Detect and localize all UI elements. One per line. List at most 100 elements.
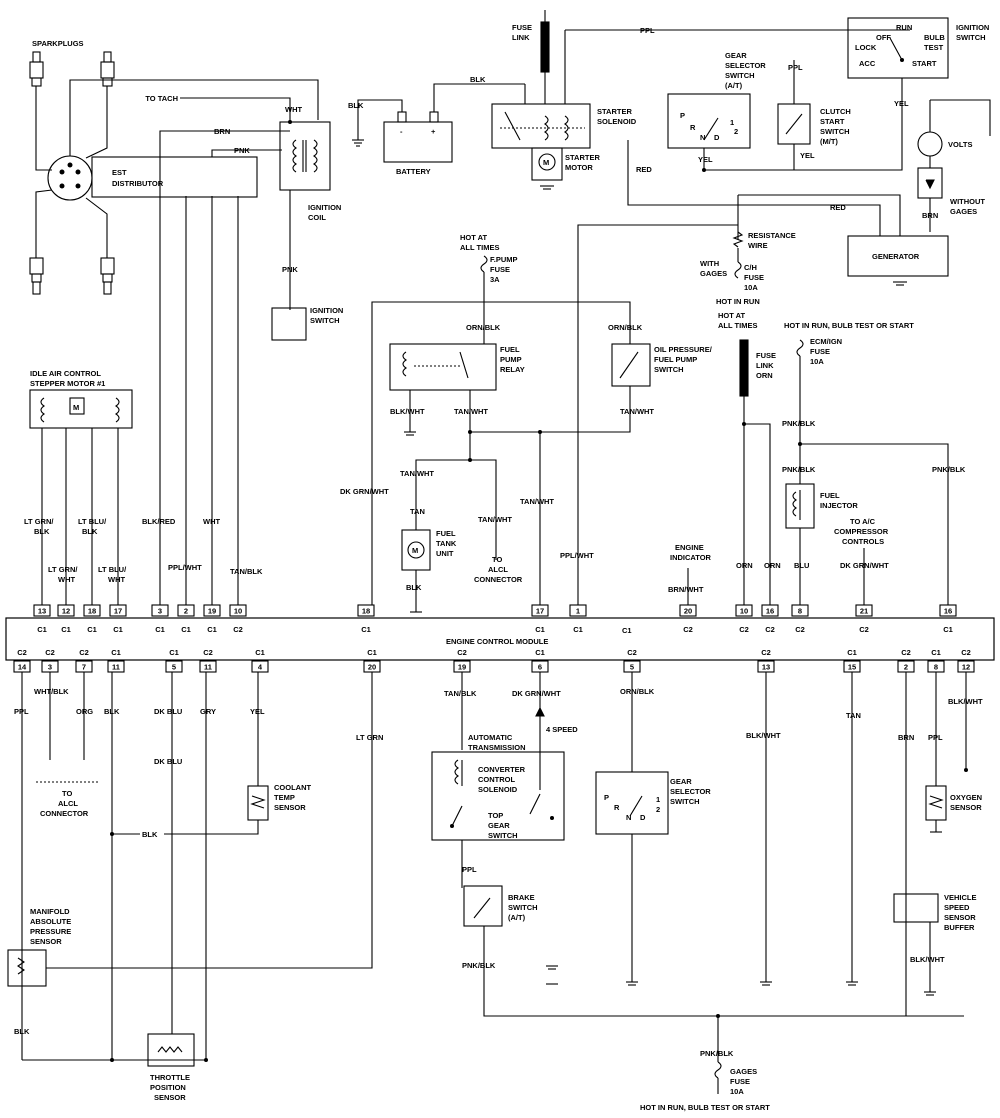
svg-text:TEST: TEST [924, 43, 944, 52]
svg-text:TO: TO [62, 789, 72, 798]
ecm-top-pin-box [33, 604, 51, 617]
svg-text:SWITCH: SWITCH [820, 127, 850, 136]
ecm-top-pin-connector: C2 [859, 625, 869, 634]
svg-text:COOLANT: COOLANT [274, 783, 311, 792]
svg-text:GEAR: GEAR [670, 777, 692, 786]
svg-text:FUSE: FUSE [756, 351, 776, 360]
svg-text:PNK/BLK: PNK/BLK [700, 1049, 734, 1058]
svg-text:TO: TO [492, 555, 502, 564]
fuel-injector: FUEL INJECTOR BLU [785, 483, 858, 610]
svg-text:HOT AT: HOT AT [718, 311, 745, 320]
ecm-top-pin-connector: C1 [573, 625, 583, 634]
svg-text:WHT: WHT [108, 575, 125, 584]
svg-text:GEAR: GEAR [725, 51, 747, 60]
svg-text:WHT/BLK: WHT/BLK [34, 687, 69, 696]
ecm-top-pin-number: 10 [740, 607, 748, 616]
svg-text:TAN/WHT: TAN/WHT [520, 497, 554, 506]
svg-text:RESISTANCE: RESISTANCE [748, 231, 796, 240]
ecm-top-pin-number: 2 [184, 607, 188, 616]
svg-text:10A: 10A [744, 283, 758, 292]
svg-text:CONTROL: CONTROL [478, 775, 515, 784]
ecm-bottom-pin-number: 4 [258, 663, 263, 672]
svg-text:EST: EST [112, 168, 127, 177]
svg-text:LT GRN/: LT GRN/ [24, 517, 54, 526]
svg-text:BLK/WHT: BLK/WHT [746, 731, 781, 740]
ecm-bottom-pins: 14C23C27C211C15C111C24C120C119C26C15C213… [13, 648, 975, 673]
svg-text:BUFFER: BUFFER [944, 923, 975, 932]
svg-text:+: + [431, 127, 436, 136]
svg-text:10A: 10A [810, 357, 824, 366]
ecm-bottom-pin-number: 11 [112, 663, 120, 672]
ecm-bottom-pin-number: 6 [538, 663, 542, 672]
svg-text:ORG: ORG [76, 707, 93, 716]
ecm-bottom-pin-number: 5 [630, 663, 634, 672]
ecm-top-pin-connector: C1 [943, 625, 953, 634]
svg-text:DK GRN/WHT: DK GRN/WHT [340, 487, 389, 496]
ecm-bottom-pin-connector: C1 [847, 648, 857, 657]
svg-text:TAN: TAN [846, 711, 861, 720]
svg-text:ACC: ACC [859, 59, 876, 68]
svg-text:IDLE AIR CONTROL: IDLE AIR CONTROL [30, 369, 101, 378]
svg-text:FUSE: FUSE [810, 347, 830, 356]
svg-text:D: D [714, 133, 720, 142]
svg-text:-: - [400, 127, 403, 136]
ecm-top-pin-box [569, 604, 587, 617]
ecm-bottom-pin-connector: C2 [79, 648, 89, 657]
ecm-top-pin-number: 18 [362, 607, 370, 616]
automatic-transmission: TAN/BLK DK GRN/WHT 4 SPEED AUTOMATIC TRA… [431, 672, 964, 1018]
svg-text:CLUTCH: CLUTCH [820, 107, 851, 116]
svg-text:ORN/BLK: ORN/BLK [466, 323, 501, 332]
svg-text:WHT: WHT [203, 517, 220, 526]
svg-text:GENERATOR: GENERATOR [872, 252, 920, 261]
ecm-top-pin-connector: C1 [207, 625, 217, 634]
svg-text:(A/T): (A/T) [508, 913, 526, 922]
svg-text:BRN: BRN [922, 211, 938, 220]
svg-text:CONNECTOR: CONNECTOR [40, 809, 89, 818]
svg-text:PPL: PPL [462, 865, 477, 874]
ecm-top-pin-connector: C1 [37, 625, 47, 634]
svg-text:UNIT: UNIT [436, 549, 454, 558]
svg-text:YEL: YEL [698, 155, 713, 164]
svg-text:ALL TIMES: ALL TIMES [718, 321, 757, 330]
ecm-bottom-pin-connector: C1 [169, 648, 179, 657]
svg-text:PNK/BLK: PNK/BLK [932, 465, 966, 474]
fuse-link-orn: HOT AT ALL TIMES FUSE LINK ORN ORN ORN [718, 311, 781, 610]
svg-text:FUSE: FUSE [490, 265, 510, 274]
fuel-tank-unit: M FUEL TANK UNIT BLK [401, 529, 457, 613]
svg-text:SPEED: SPEED [944, 903, 970, 912]
ecm-top-pin-box [57, 604, 75, 617]
ac-controls: TO A/C COMPRESSOR CONTROLS DK GRN/WHT [834, 517, 889, 610]
svg-text:START: START [912, 59, 937, 68]
svg-text:BLK/WHT: BLK/WHT [910, 955, 945, 964]
svg-text:SELECTOR: SELECTOR [670, 787, 711, 796]
svg-text:F.PUMP: F.PUMP [490, 255, 518, 264]
svg-text:FUEL: FUEL [820, 491, 840, 500]
svg-text:SENSOR: SENSOR [154, 1093, 186, 1102]
ppl-wht-wire [577, 224, 738, 610]
fuse-link: FUSE LINK [512, 10, 550, 84]
svg-text:COMPRESSOR: COMPRESSOR [834, 527, 889, 536]
svg-text:1: 1 [656, 795, 660, 804]
svg-text:MANIFOLD: MANIFOLD [30, 907, 70, 916]
svg-text:BRN/WHT: BRN/WHT [668, 585, 704, 594]
svg-text:ORN/BLK: ORN/BLK [620, 687, 655, 696]
svg-text:ORN: ORN [736, 561, 753, 570]
svg-text:SWITCH: SWITCH [725, 71, 755, 80]
oil-pressure-switch: ORN/BLK OIL PRESSURE/ FUEL PUMP SWITCH T… [400, 323, 713, 610]
svg-text:TAN/BLK: TAN/BLK [444, 689, 477, 698]
ecm-bottom-pin-connector: C2 [457, 648, 467, 657]
ecm-top-pin-box [357, 604, 375, 617]
svg-text:TO A/C: TO A/C [850, 517, 876, 526]
svg-text:GAGES: GAGES [730, 1067, 757, 1076]
volts-gauge: VOLTS BRN WITHOUT GAGES [917, 99, 991, 232]
ecm-top-pin-box [531, 604, 549, 617]
svg-text:ORN/BLK: ORN/BLK [608, 323, 643, 332]
ecm-bottom-pin-connector: C1 [367, 648, 377, 657]
svg-text:GEAR: GEAR [488, 821, 510, 830]
svg-text:AUTOMATIC: AUTOMATIC [468, 733, 513, 742]
svg-text:SWITCH: SWITCH [670, 797, 700, 806]
ecm-top-pin-number: 19 [208, 607, 216, 616]
svg-text:SWITCH: SWITCH [310, 316, 340, 325]
ecm-top-pin-number: 16 [944, 607, 952, 616]
ecm-bottom-pin-box [251, 660, 269, 673]
